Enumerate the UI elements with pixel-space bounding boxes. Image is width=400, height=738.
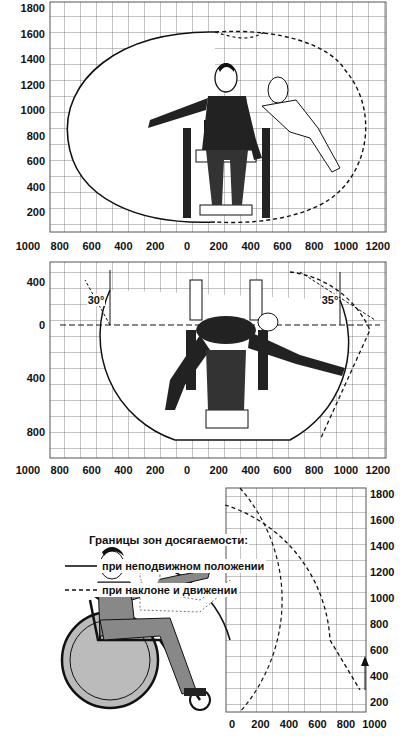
- grid: [50, 262, 386, 458]
- side-view: [62, 488, 369, 712]
- angle-label: 30°: [87, 294, 106, 306]
- axis-number: 600: [272, 464, 292, 476]
- axis-number: 800: [26, 130, 46, 142]
- axis-number: 800: [304, 464, 324, 476]
- axis-number: 1000: [369, 592, 395, 604]
- axis-number: 400: [113, 464, 133, 476]
- axis-number: 200: [369, 696, 389, 708]
- legend-entry: при неподвижном положении: [62, 559, 266, 573]
- angle-label: 35°: [321, 294, 340, 306]
- axis-number: 0: [38, 319, 46, 331]
- axis-number: 1200: [365, 464, 391, 476]
- top-view: [60, 270, 380, 440]
- axis-number: 1200: [365, 240, 391, 252]
- axis-number: 0: [228, 718, 236, 730]
- axis-number: 1600: [20, 28, 46, 40]
- axis-number: 0: [183, 464, 191, 476]
- axis-number: 400: [26, 372, 46, 384]
- axis-number: 400: [113, 240, 133, 252]
- axis-number: 1400: [20, 53, 46, 65]
- axis-number: 1800: [369, 488, 395, 500]
- axis-number: 200: [250, 718, 270, 730]
- axis-number: 400: [240, 464, 260, 476]
- axis-number: 200: [209, 464, 229, 476]
- axis-number: 1400: [369, 540, 395, 552]
- axis-number: 200: [26, 206, 46, 218]
- legend-entry: при наклоне и движении: [62, 583, 239, 597]
- axis-number: 600: [272, 240, 292, 252]
- axis-number: 200: [145, 464, 165, 476]
- axis-number: 800: [50, 240, 70, 252]
- axis-number: 600: [81, 464, 101, 476]
- axis-number: 800: [26, 426, 46, 438]
- axis-number: 400: [369, 670, 389, 682]
- axis-number: 1000: [361, 718, 387, 730]
- grid: [50, 2, 386, 232]
- axis-number: 1000: [333, 464, 359, 476]
- axis-number: 600: [26, 155, 46, 167]
- grid: [226, 488, 366, 712]
- axis-number: 1800: [20, 2, 46, 14]
- axis-number: 200: [145, 240, 165, 252]
- axis-number: 1000: [333, 240, 359, 252]
- axis-number: 400: [279, 718, 299, 730]
- legend-text: при наклоне и движении: [102, 584, 237, 596]
- legend-line-sample: [64, 586, 98, 594]
- axis-number: 600: [307, 718, 327, 730]
- axis-number: 800: [50, 464, 70, 476]
- axis-number: 400: [26, 181, 46, 193]
- axis-number: 400: [26, 276, 46, 288]
- axis-number: 1000: [15, 464, 41, 476]
- front-view: [67, 31, 365, 222]
- axis-number: 1200: [369, 566, 395, 578]
- axis-number: 800: [369, 618, 389, 630]
- axis-number: 0: [183, 240, 191, 252]
- axis-number: 1000: [20, 104, 46, 116]
- legend-text: при неподвижном положении: [102, 560, 264, 572]
- axis-number: 1200: [20, 79, 46, 91]
- legend-line-sample: [64, 562, 98, 570]
- axis-number: 400: [240, 240, 260, 252]
- axis-number: 800: [304, 240, 324, 252]
- axis-number: 1600: [369, 514, 395, 526]
- axis-number: 800: [336, 718, 356, 730]
- axis-number: 600: [369, 644, 389, 656]
- axis-number: 600: [81, 240, 101, 252]
- axis-number: 1000: [15, 240, 41, 252]
- legend-heading: Границы зон досягаемости:: [88, 534, 249, 546]
- axis-number: 200: [209, 240, 229, 252]
